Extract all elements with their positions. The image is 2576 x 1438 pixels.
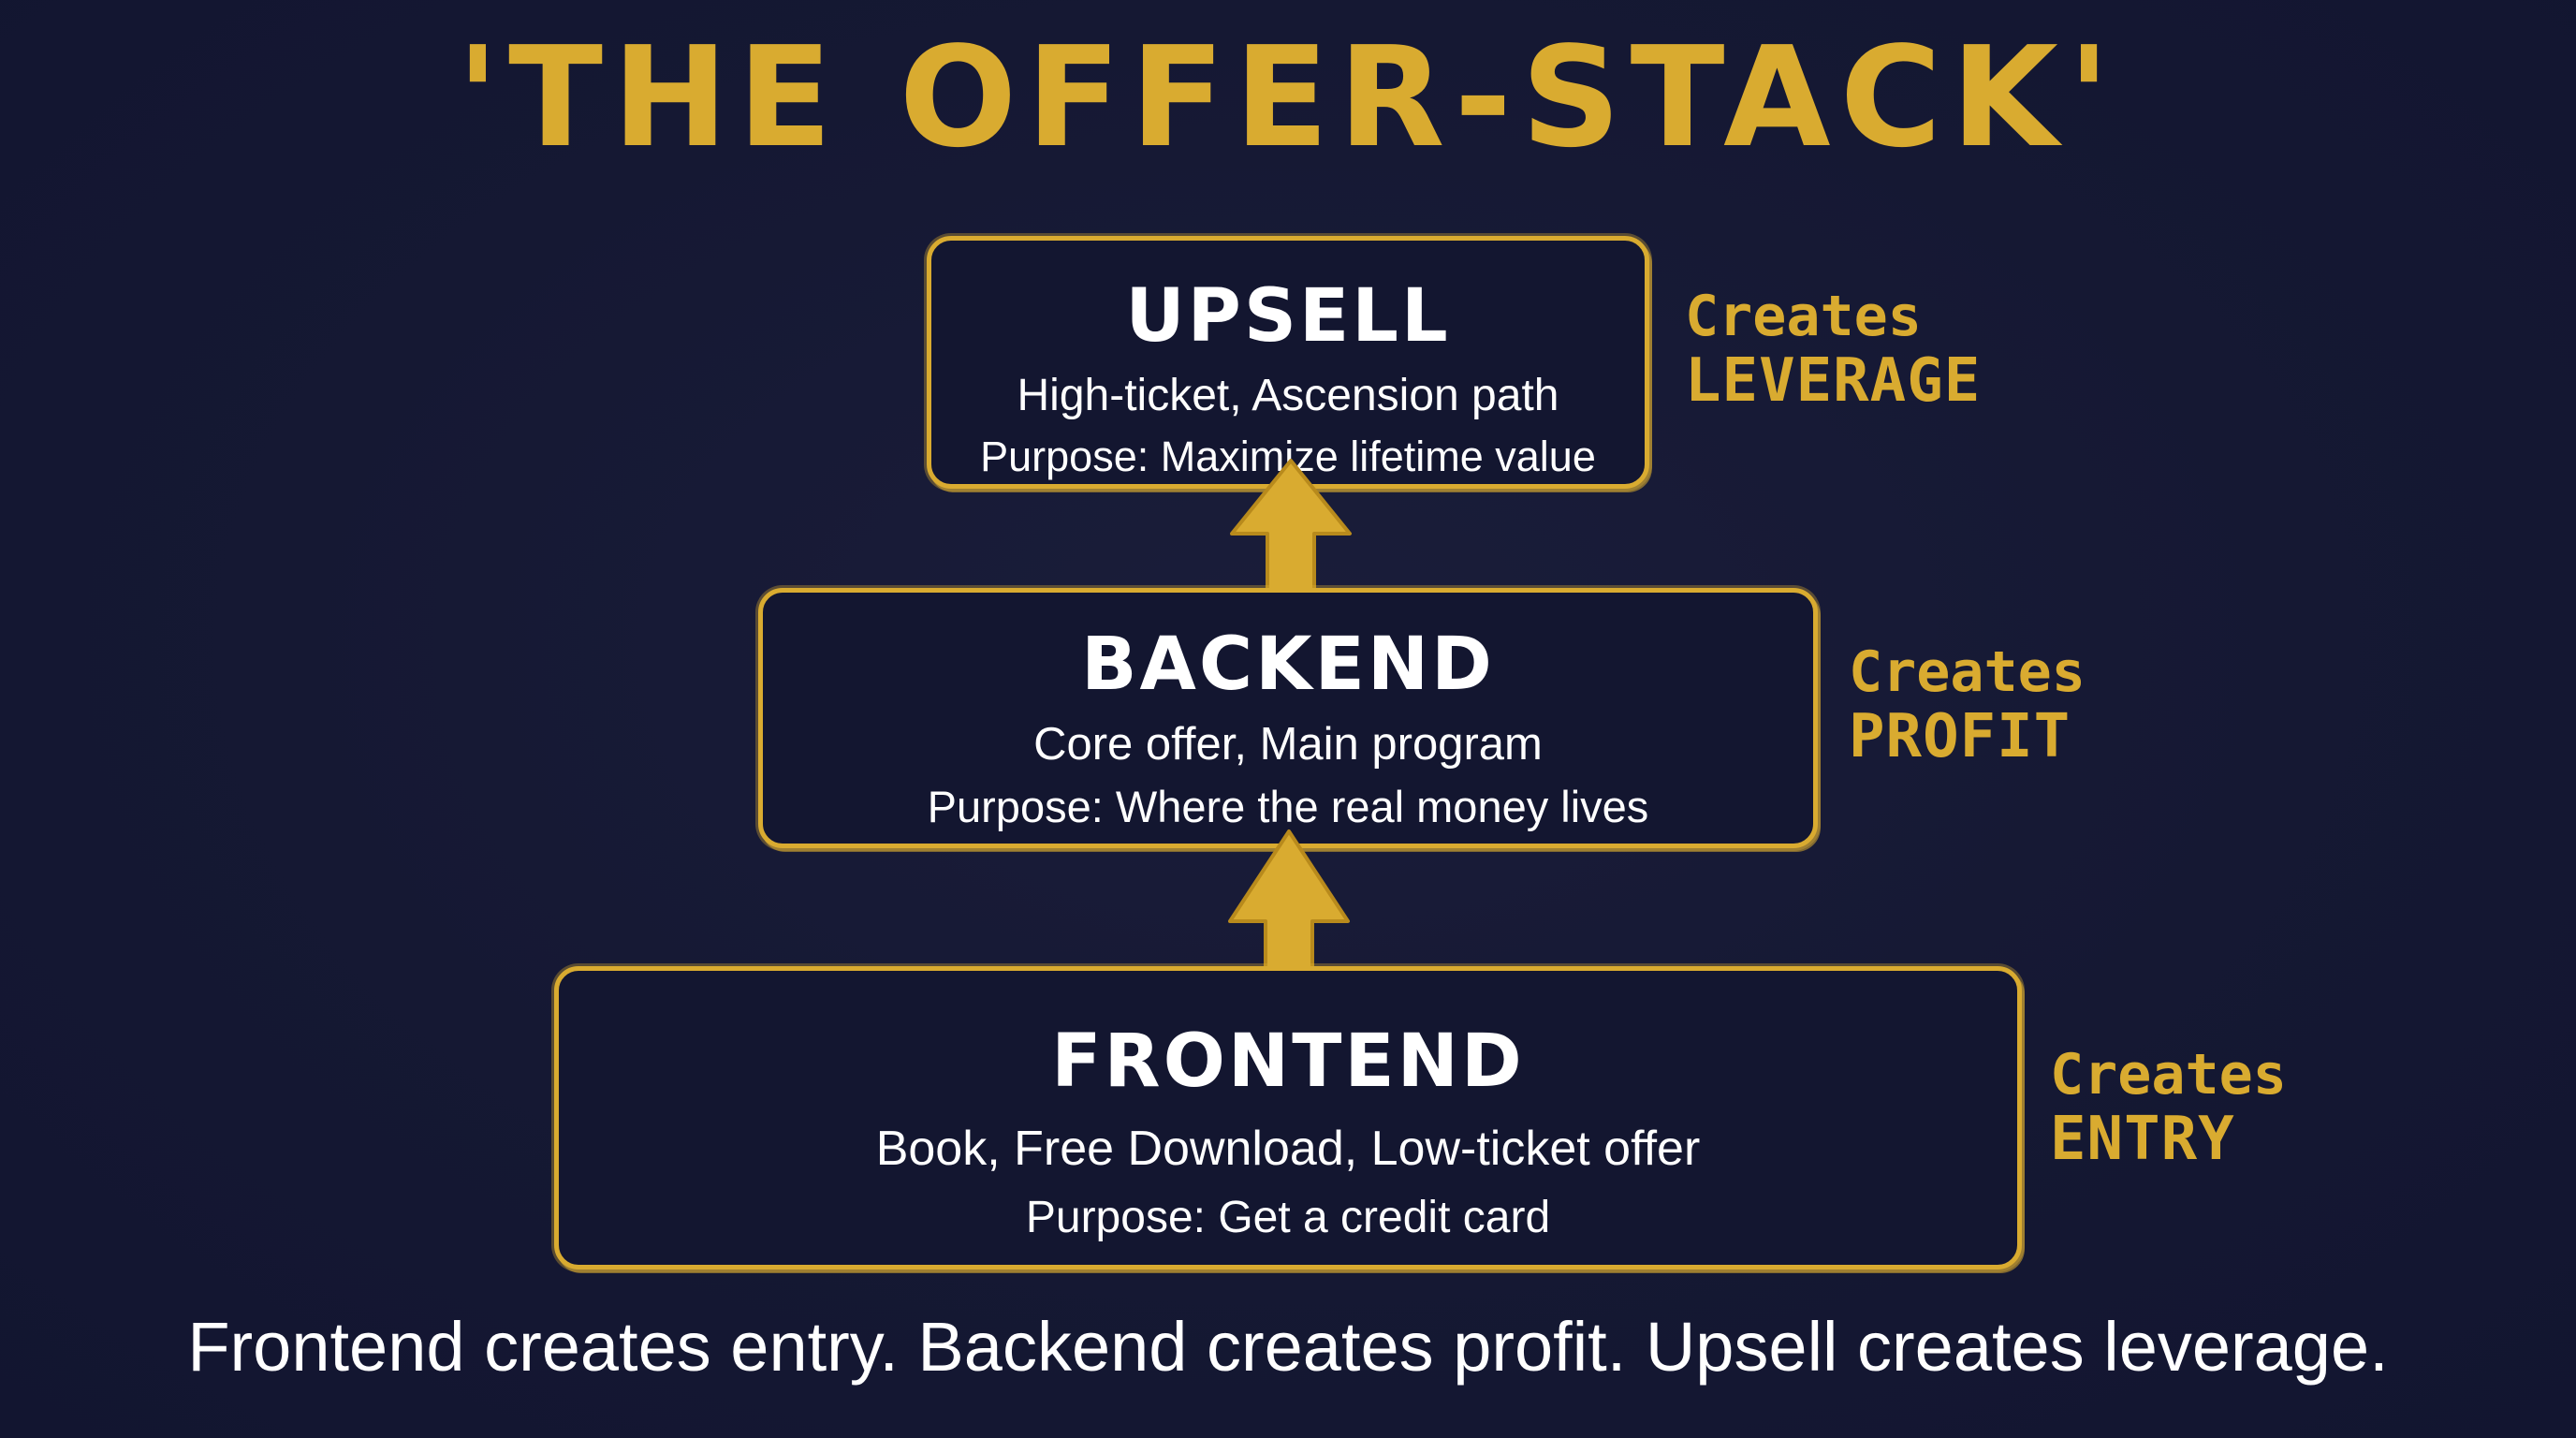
upsell-description: High-ticket, Ascension path xyxy=(1017,371,1559,420)
upsell-heading: UPSELL xyxy=(1125,274,1451,359)
backend-heading: BACKEND xyxy=(1081,623,1495,707)
backend-description: Core offer, Main program xyxy=(1033,719,1543,770)
backend-side-object: PROFIT xyxy=(1849,702,2071,772)
upsell-side-object: LEVERAGE xyxy=(1685,346,1982,417)
backend-box: BACKEND Core offer, Main program Purpose… xyxy=(758,588,1818,848)
frontend-side-verb: Creates xyxy=(2050,1042,2287,1108)
backend-side-note: Creates PROFIT xyxy=(1849,639,2086,772)
upsell-side-note: Creates LEVERAGE xyxy=(1685,284,1982,417)
backend-side-verb: Creates xyxy=(1849,639,2086,705)
frontend-side-note: Creates ENTRY xyxy=(2050,1042,2287,1175)
up-arrow-icon xyxy=(1230,459,1352,595)
diagram-title: 'THE OFFER-STACK' xyxy=(456,17,2120,178)
upsell-box: UPSELL High-ticket, Ascension path Purpo… xyxy=(927,236,1649,489)
frontend-side-object: ENTRY xyxy=(2050,1105,2235,1175)
frontend-box: FRONTEND Book, Free Download, Low-ticket… xyxy=(554,966,2022,1269)
upsell-side-verb: Creates xyxy=(1685,284,1922,349)
summary-caption: Frontend creates entry. Backend creates … xyxy=(187,1308,2389,1386)
backend-purpose: Purpose: Where the real money lives xyxy=(927,782,1649,831)
frontend-purpose: Purpose: Get a credit card xyxy=(1025,1193,1551,1242)
frontend-heading: FRONTEND xyxy=(1051,1020,1525,1104)
frontend-description: Book, Free Download, Low-ticket offer xyxy=(875,1122,1701,1176)
